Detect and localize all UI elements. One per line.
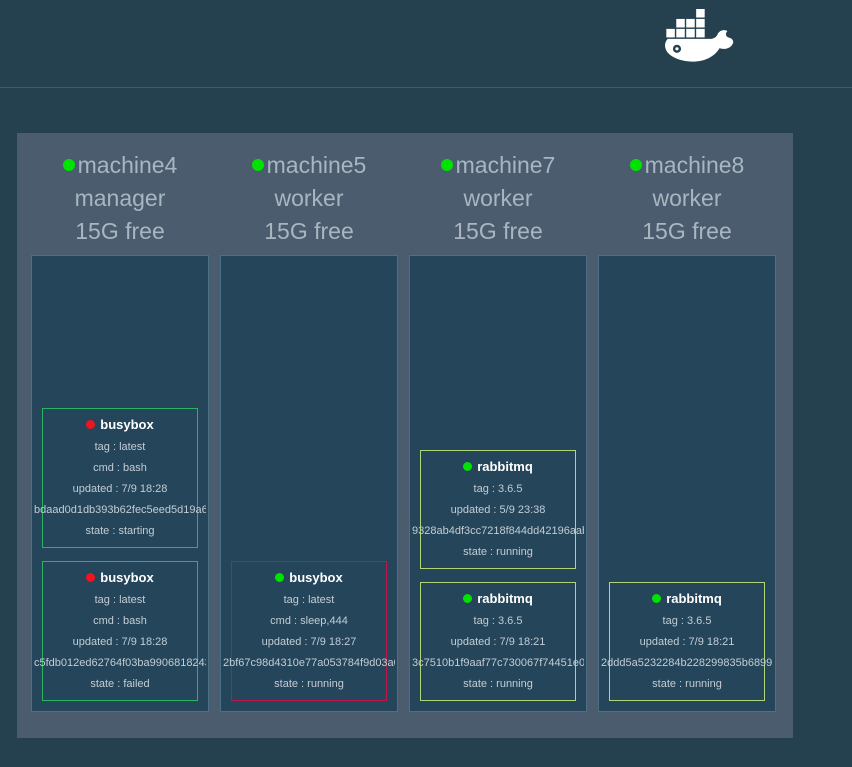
- container-card: busybox tag : latest cmd : bash updated …: [34, 561, 206, 701]
- node-free-label: 15G free: [75, 218, 165, 244]
- node-container-area: rabbitmq tag : 3.6.5 updated : 7/9 18:21…: [598, 255, 776, 712]
- container-status-dot: [86, 573, 96, 582]
- container-tag: tag : latest: [94, 594, 146, 606]
- container-cmd: cmd : bash: [93, 462, 147, 474]
- top-header-bar: [0, 0, 852, 88]
- node-container-area: rabbitmq tag : 3.6.5 updated : 5/9 23:38…: [409, 255, 587, 712]
- container-state: state : running: [463, 546, 533, 558]
- container-state: state : failed: [90, 678, 150, 690]
- container-title: rabbitmq: [421, 459, 575, 474]
- node-title: machine7: [409, 149, 587, 182]
- node-status-dot: [440, 158, 453, 171]
- container-updated: updated : 7/9 18:28: [72, 483, 168, 495]
- node-role-label: manager: [74, 185, 166, 211]
- container-name: busybox: [100, 570, 154, 585]
- container-hash: 2ddd5a5232284b228299835b6899ba: [601, 658, 773, 669]
- container-hash: 3c7510b1f9aaf77c730067f74451e05: [412, 658, 584, 669]
- node-status-dot: [251, 158, 264, 171]
- node-title: machine5: [220, 149, 398, 182]
- container-card: busybox tag : latest cmd : bash updated …: [34, 408, 206, 548]
- container-title: busybox: [232, 570, 386, 585]
- swarm-visualizer-panel: machine4 manager 15G free busybox tag : …: [17, 133, 793, 738]
- node-header: machine4 manager 15G free: [31, 133, 209, 255]
- node-column-machine8: machine8 worker 15G free rabbitmq tag : …: [598, 133, 776, 712]
- node-free-label: 15G free: [264, 218, 354, 244]
- container-tag: tag : 3.6.5: [473, 615, 523, 627]
- container-title: busybox: [43, 417, 197, 432]
- container-hash: c5fdb012ed62764f03ba99068182430: [34, 658, 206, 669]
- container-hash: 2bf67c98d4310e77a053784f9d03a04: [223, 658, 395, 669]
- container-name: busybox: [100, 417, 154, 432]
- container-tag: tag : 3.6.5: [662, 615, 712, 627]
- node-role-label: worker: [463, 185, 533, 211]
- container-tag: tag : latest: [283, 594, 335, 606]
- container-updated: updated : 7/9 18:21: [639, 636, 735, 648]
- container-state: state : running: [463, 678, 533, 690]
- node-role-label: worker: [652, 185, 722, 211]
- container-tag: tag : 3.6.5: [473, 483, 523, 495]
- node-status-dot: [62, 158, 75, 171]
- container-card: busybox tag : latest cmd : sleep,444 upd…: [223, 561, 395, 701]
- node-status-dot: [629, 158, 642, 171]
- node-header: machine7 worker 15G free: [409, 133, 587, 255]
- container-status-dot: [463, 594, 473, 603]
- node-column-machine4: machine4 manager 15G free busybox tag : …: [31, 133, 209, 712]
- node-header: machine8 worker 15G free: [598, 133, 776, 255]
- node-columns: machine4 manager 15G free busybox tag : …: [17, 133, 793, 712]
- container-hash: bdaad0d1db393b62fec5eed5d19a66: [34, 505, 206, 516]
- container-card: rabbitmq tag : 3.6.5 updated : 7/9 18:21…: [412, 582, 584, 701]
- node-name: machine8: [644, 152, 745, 178]
- container-name: rabbitmq: [666, 591, 722, 606]
- container-status-dot: [463, 462, 473, 471]
- container-hash: 9328ab4df3cc7218f844dd42196aab7: [412, 526, 584, 537]
- node-title: machine4: [31, 149, 209, 182]
- node-header: machine5 worker 15G free: [220, 133, 398, 255]
- container-updated: updated : 7/9 18:21: [450, 636, 546, 648]
- node-role-label: worker: [274, 185, 344, 211]
- container-name: rabbitmq: [477, 459, 533, 474]
- node-free-label: 15G free: [642, 218, 732, 244]
- container-state: state : running: [274, 678, 344, 690]
- container-state: state : running: [652, 678, 722, 690]
- container-name: rabbitmq: [477, 591, 533, 606]
- container-tag: tag : latest: [94, 441, 146, 453]
- container-updated: updated : 7/9 18:28: [72, 636, 168, 648]
- container-title: rabbitmq: [421, 591, 575, 606]
- container-status-dot: [86, 420, 96, 429]
- container-name: busybox: [289, 570, 343, 585]
- container-cmd: cmd : bash: [93, 615, 147, 627]
- container-updated: updated : 7/9 18:27: [261, 636, 357, 648]
- container-cmd: cmd : sleep,444: [270, 615, 348, 627]
- container-state: state : starting: [85, 525, 155, 537]
- node-name: machine5: [266, 152, 367, 178]
- node-column-machine7: machine7 worker 15G free rabbitmq tag : …: [409, 133, 587, 712]
- container-card: rabbitmq tag : 3.6.5 updated : 5/9 23:38…: [412, 450, 584, 569]
- container-status-dot: [652, 594, 662, 603]
- node-free-label: 15G free: [453, 218, 543, 244]
- node-column-machine5: machine5 worker 15G free busybox tag : l…: [220, 133, 398, 712]
- node-name: machine4: [77, 152, 178, 178]
- container-updated: updated : 5/9 23:38: [450, 504, 546, 516]
- container-title: rabbitmq: [610, 591, 764, 606]
- node-container-area: busybox tag : latest cmd : bash updated …: [31, 255, 209, 712]
- docker-whale-icon: [665, 9, 734, 62]
- node-title: machine8: [598, 149, 776, 182]
- node-container-area: busybox tag : latest cmd : sleep,444 upd…: [220, 255, 398, 712]
- node-name: machine7: [455, 152, 556, 178]
- container-title: busybox: [43, 570, 197, 585]
- container-card: rabbitmq tag : 3.6.5 updated : 7/9 18:21…: [601, 582, 773, 701]
- container-status-dot: [275, 573, 285, 582]
